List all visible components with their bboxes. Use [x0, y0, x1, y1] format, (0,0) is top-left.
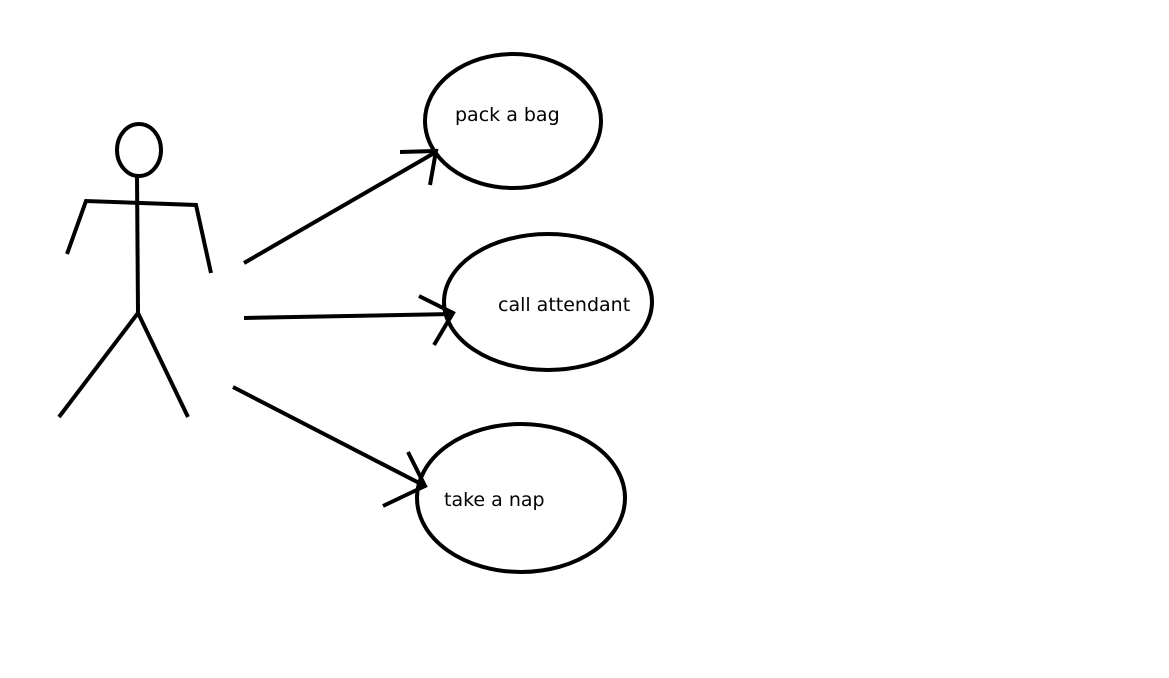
actor-body [135, 175, 140, 314]
arrow-to-call-attendant [243, 294, 456, 347]
actor-arms [65, 198, 213, 274]
use-case-label: call attendant [498, 294, 630, 316]
use-case-pack-a-bag: pack a bag [423, 52, 603, 190]
actor-head [115, 122, 163, 178]
use-case-label: take a nap [444, 489, 545, 511]
use-case-label: pack a bag [455, 104, 560, 126]
arrow-to-pack-a-bag [242, 148, 439, 265]
use-case-call-attendant: call attendant [442, 232, 654, 372]
actor-stick-figure [57, 122, 213, 419]
actor-right-leg [136, 312, 190, 418]
actor-left-leg [57, 311, 140, 419]
use-case-take-a-nap: take a nap [415, 422, 627, 574]
arrow-to-take-a-nap [232, 385, 428, 508]
